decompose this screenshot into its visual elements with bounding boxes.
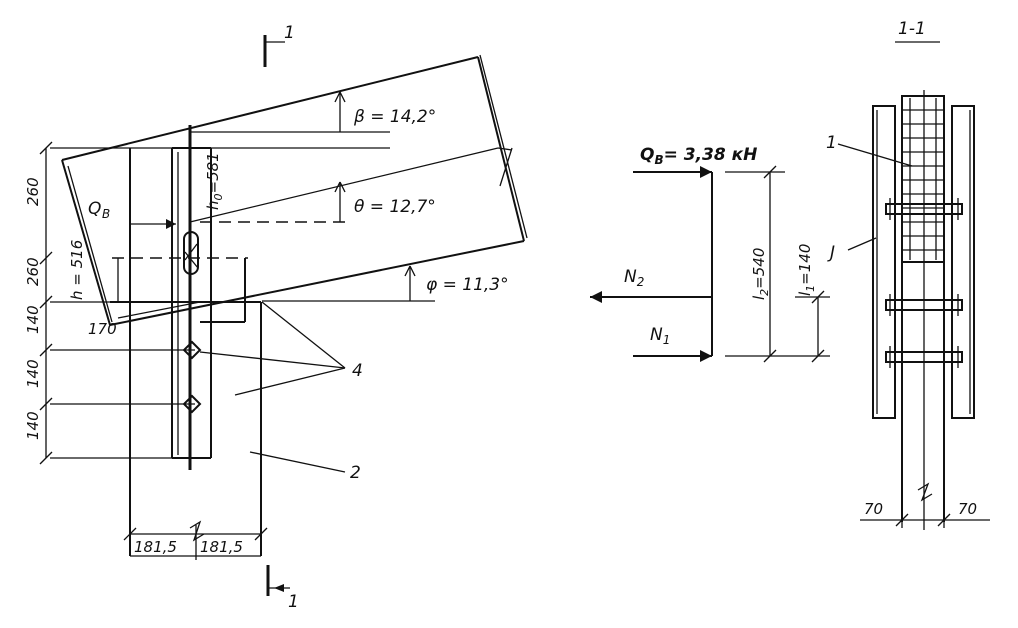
angle-beta: β = 14,2° xyxy=(334,91,436,132)
angle-beta-label: β = 14,2° xyxy=(353,107,436,127)
dimension-h0-h: h xyxy=(204,200,222,210)
vertical-dim-5: 140 xyxy=(24,411,42,440)
angle-phi: φ = 11,3° xyxy=(404,265,509,301)
angle-theta: θ = 12,7° xyxy=(334,181,436,222)
force-qb-letter: Q xyxy=(88,199,101,219)
dimension-h-label: h = 516 xyxy=(68,240,86,300)
force-n1-sub: 1 xyxy=(663,333,671,347)
force-n2-n: N xyxy=(624,267,637,287)
section-dim-right: 70 xyxy=(958,500,977,518)
section-dim-left: 70 xyxy=(864,500,883,518)
force-diagram: QB= 3,38 кН N2 N1 l2=540 l1=140 xyxy=(590,145,830,363)
force-n1-n: N xyxy=(650,325,663,345)
angle-theta-label: θ = 12,7° xyxy=(354,197,436,217)
l2-l: l xyxy=(750,295,768,300)
vertical-dim-4: 140 xyxy=(24,359,42,388)
section-mark-top: 1 xyxy=(263,23,295,67)
inclined-beam xyxy=(61,54,528,326)
l1-sub: 1 xyxy=(804,285,817,292)
vertical-dimension-chain: 260 260 140 140 140 xyxy=(24,141,53,465)
force-qb-value: = 3,38 кН xyxy=(664,145,758,165)
callout-2: 2 xyxy=(249,451,361,483)
section-callout-1: 1 xyxy=(826,133,837,153)
section-mark-top-label: 1 xyxy=(284,23,295,43)
angle-phi-label: φ = 11,3° xyxy=(426,275,509,295)
force-n2-label: N2 xyxy=(624,267,644,289)
dimension-h0-value: =581 xyxy=(204,152,222,193)
bottom-dim-left: 181,5 xyxy=(134,538,177,556)
force-n2-sub: 2 xyxy=(637,275,645,289)
l2-sub: 2 xyxy=(758,289,771,296)
section-mark-bottom-label: 1 xyxy=(288,592,299,612)
force-qb-b: B xyxy=(654,153,663,167)
section-mark-bottom: 1 xyxy=(266,565,299,612)
bottom-dimension-chain: 181,5 181,5 xyxy=(123,520,268,560)
dimension-h: h = 516 xyxy=(67,165,113,323)
l1-l: l xyxy=(796,291,814,296)
force-qb-left: Q B xyxy=(88,199,176,229)
vertical-dim-1: 260 xyxy=(24,177,42,206)
hatching xyxy=(902,98,944,260)
l1-label: l1=140 xyxy=(796,244,817,296)
force-qb-sub: B xyxy=(102,207,110,221)
dimension-h0-sub: 0 xyxy=(212,193,225,200)
dimension-170-label: 170 xyxy=(88,320,117,338)
section-view: 1-1 xyxy=(826,19,990,530)
callout-4-label: 4 xyxy=(352,361,363,381)
dimension-170: 170 xyxy=(88,258,119,338)
vertical-dim-3: 140 xyxy=(24,305,42,334)
bottom-dim-right: 181,5 xyxy=(200,538,243,556)
vertical-post xyxy=(50,125,435,556)
callout-2-label: 2 xyxy=(350,463,361,483)
l1-value: =140 xyxy=(796,244,814,285)
dimension-h0: h0=581 xyxy=(204,152,225,210)
force-qb-label: QB= 3,38 кН xyxy=(640,145,757,167)
left-view: 1 xyxy=(24,23,528,612)
force-qb-q: Q xyxy=(640,145,654,165)
callout-4: 4 xyxy=(199,301,363,396)
section-callout-3: J xyxy=(827,243,835,263)
section-title: 1-1 xyxy=(898,19,926,39)
vertical-dim-2: 260 xyxy=(24,257,42,286)
dimension-h0-letter: h0=581 xyxy=(204,152,225,210)
l2-value: =540 xyxy=(750,248,768,289)
force-n1-label: N1 xyxy=(650,325,670,347)
l2-label: l2=540 xyxy=(750,248,771,300)
